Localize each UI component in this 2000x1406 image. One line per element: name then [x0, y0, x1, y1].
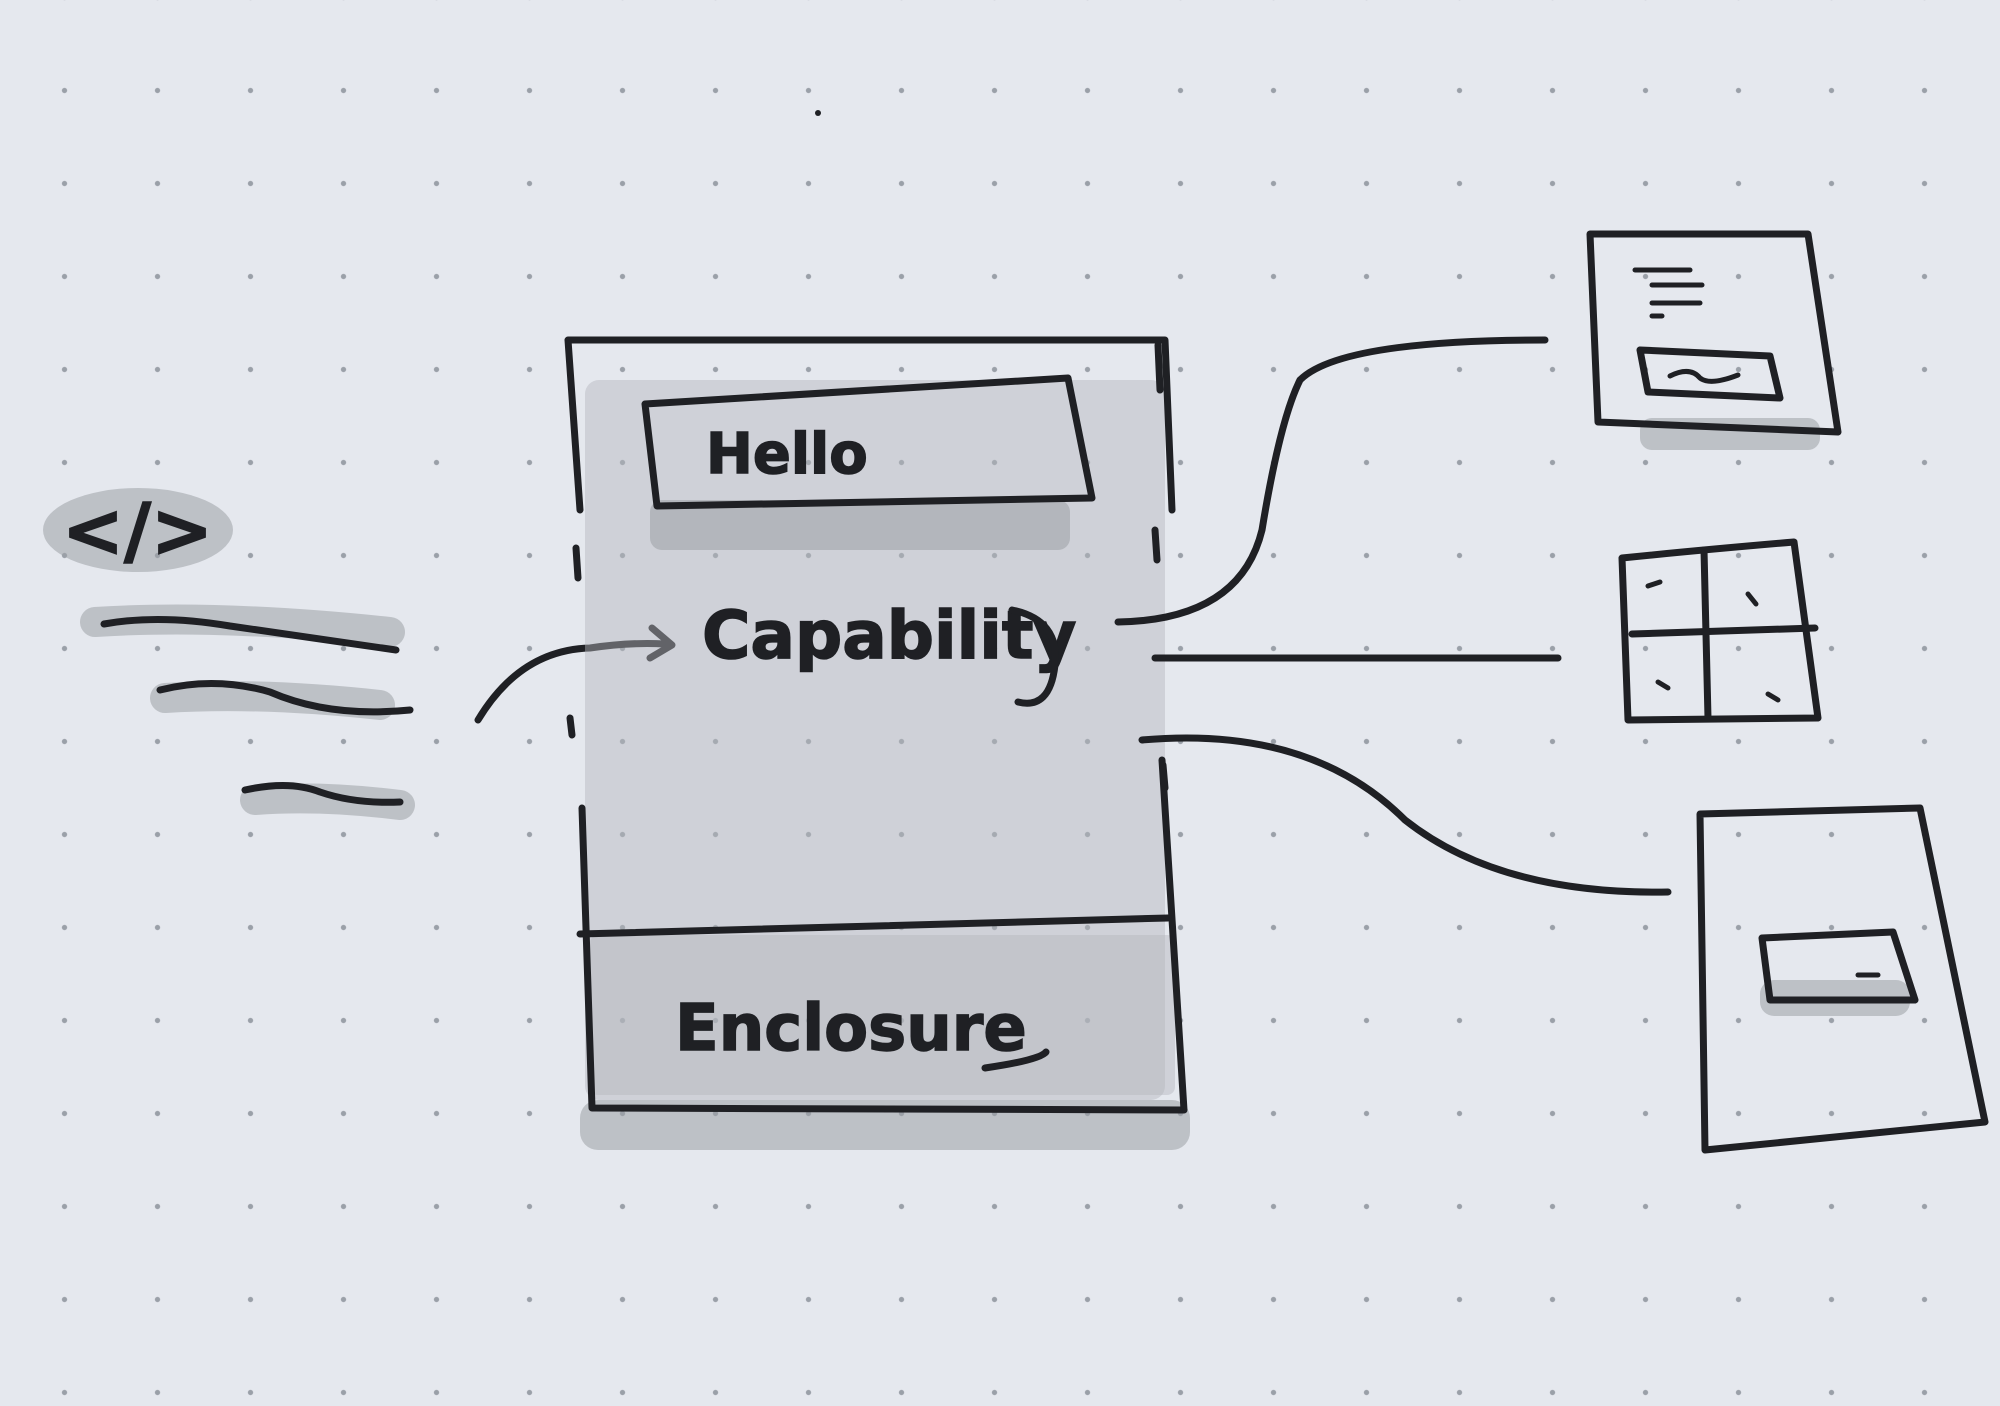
code-brackets-icon: </> [61, 487, 214, 575]
frame-left-tick-2 [566, 714, 576, 739]
grid-cell-4-mark [1765, 691, 1781, 703]
code-line-3 [241, 781, 404, 806]
grid-cell-3-mark [1655, 679, 1671, 691]
grid-cell-2-mark [1745, 591, 1759, 607]
hello-shadow [650, 500, 1070, 550]
code-icon-shading [43, 488, 233, 572]
ink-speck [815, 110, 821, 116]
component-box: Hello Capability Enclosure [564, 336, 1190, 1150]
code-line-2-shading [150, 681, 395, 720]
component-lower-frame [578, 756, 1188, 1114]
grid-cell-1-mark [1645, 579, 1663, 589]
code-snippet: </> [43, 487, 415, 820]
frame-right-tick [1151, 526, 1161, 564]
grid-vertical-line [1700, 546, 1712, 722]
panel-frame [1696, 804, 1989, 1154]
frame-left-tick [572, 544, 582, 582]
connectors [1114, 336, 1672, 896]
component-top-right-edge [1154, 341, 1164, 394]
enclosure-label: Enclosure [675, 992, 1027, 1066]
document-form-field [1636, 346, 1784, 402]
document-form-icon [1586, 230, 1842, 450]
code-line-2 [156, 679, 414, 716]
hello-box-frame [641, 374, 1096, 510]
component-top-frame [564, 336, 1176, 514]
document-frame [1586, 230, 1842, 436]
grid-table-icon [1618, 538, 1822, 724]
grid-horizontal-line [1628, 624, 1819, 638]
hello-label: Hello [706, 422, 868, 487]
enclosure-tail [981, 1048, 1050, 1072]
code-line-1 [100, 615, 400, 654]
arrow-head [646, 624, 676, 662]
connector-to-panel [1138, 734, 1672, 896]
enclosure-shading [590, 935, 1175, 1095]
code-to-capability-arrow [474, 624, 676, 724]
code-symbol-label: </> [62, 488, 213, 574]
connector-to-document [1114, 336, 1549, 626]
frame-right-tick-2 [1159, 761, 1169, 792]
panel-button-icon [1696, 804, 1989, 1154]
enclosure-divider [576, 914, 1172, 938]
grid-frame [1618, 538, 1822, 724]
panel-button [1758, 928, 1919, 1004]
capability-y-tail [1008, 606, 1059, 707]
document-field-text [1667, 369, 1741, 384]
arrow-shaft [474, 640, 669, 724]
